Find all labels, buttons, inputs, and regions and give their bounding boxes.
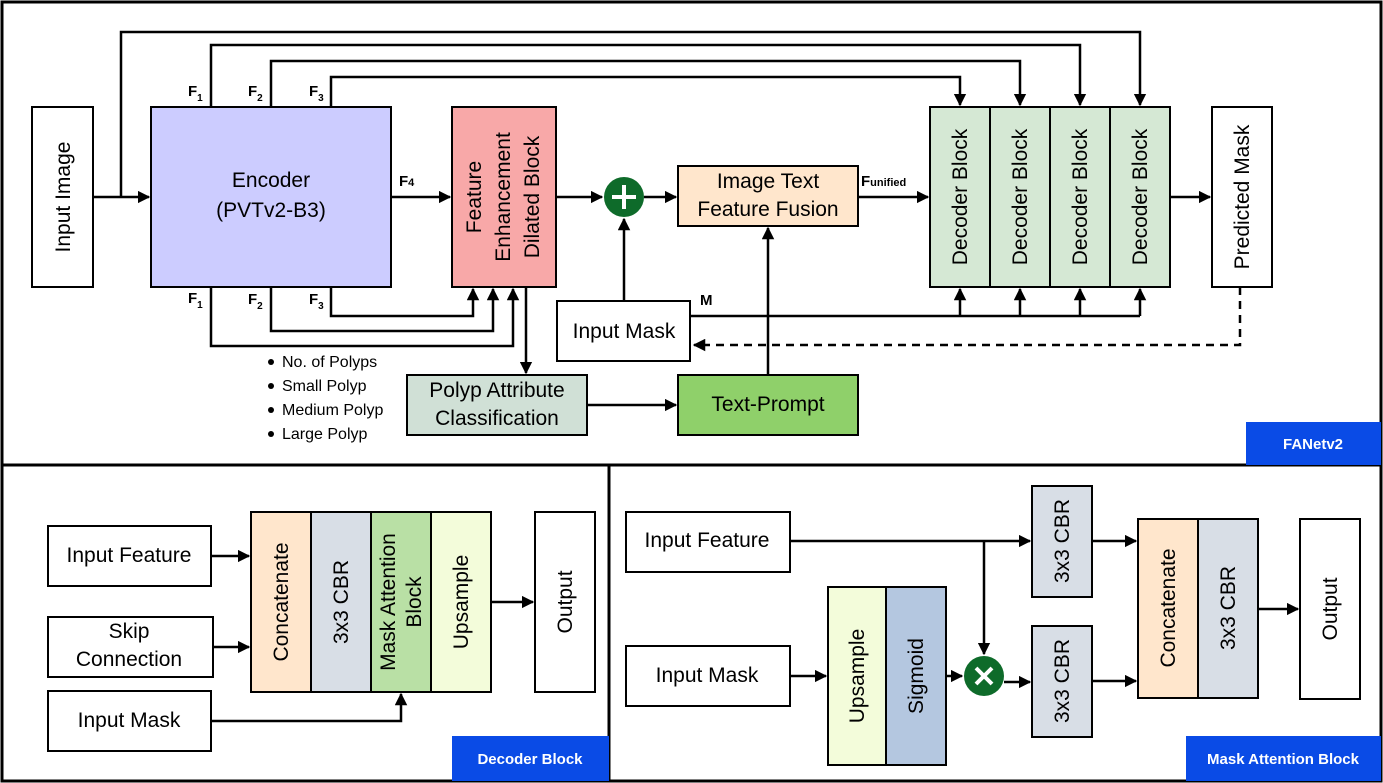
- decoder-block-4: [1109, 106, 1171, 288]
- bullet-icon: [268, 407, 274, 413]
- decoder-connections: [211, 549, 535, 723]
- feature-enhancement-box: [451, 106, 557, 288]
- encoder-sublabel: (PVTv2-B3): [216, 199, 326, 222]
- f3-top-label: F3: [309, 83, 324, 104]
- f2-bottom-label: F2: [248, 291, 263, 312]
- f4-label: F4: [399, 173, 415, 190]
- mab-output-label: Output: [1319, 577, 1342, 640]
- encoder-box: [150, 106, 392, 288]
- mab-input-mask-box: [625, 645, 791, 707]
- dec-output-label: Output: [554, 570, 577, 633]
- multiply-icon: [974, 666, 994, 686]
- mab-cbr-bottom-label: 3x3 CBR: [1051, 639, 1074, 723]
- attribute-item: No. of Polyps: [282, 354, 377, 371]
- mask-attention-panel-label: Mask Attention Block: [1207, 751, 1360, 768]
- mab-upsample-box: [827, 586, 887, 766]
- decoder-block-4-label: Decoder Block: [1129, 128, 1152, 265]
- attribute-item: Large Polyp: [282, 426, 367, 443]
- bullet-icon: [268, 383, 274, 389]
- decoder-block-3-label: Decoder Block: [1069, 128, 1092, 265]
- dec-input-mask-box: [47, 690, 212, 752]
- text-prompt-box: [677, 374, 859, 436]
- dec-skip-line1: Skip: [109, 620, 150, 643]
- mab-cbr-final-label: 3x3 CBR: [1217, 566, 1240, 650]
- decoder-block-1-label: Decoder Block: [949, 128, 972, 265]
- mask-attention-connections: [790, 534, 1300, 689]
- bullet-icon: [268, 359, 274, 365]
- fusion-line1: Image Text: [717, 170, 819, 193]
- decoder-block-2-label: Decoder Block: [1009, 128, 1032, 265]
- mab-cbr-top-label: 3x3 CBR: [1051, 499, 1074, 583]
- mab-sigmoid-box: [885, 586, 947, 766]
- mask-attention-panel-tag: [1186, 736, 1381, 781]
- mab-upsample-label: Upsample: [846, 629, 869, 724]
- mab-concatenate-label: Concatenate: [1157, 548, 1180, 667]
- fanet-connections: [93, 30, 1242, 412]
- bullet-icon: [268, 431, 274, 437]
- mab-sigmoid-label: Sigmoid: [905, 638, 928, 714]
- input-mask-label: Input Mask: [573, 320, 676, 343]
- mab-cbr-bottom-box: [1031, 625, 1093, 738]
- dec-output-box: [534, 511, 596, 693]
- dec-mask-attention-box: [370, 511, 432, 693]
- polyp-attribute-box: [406, 374, 588, 436]
- mab-concatenate-box: [1137, 518, 1199, 699]
- funified-label: Funified: [861, 173, 906, 190]
- dec-cbr-label: 3x3 CBR: [330, 560, 353, 644]
- feb-line1: Feature: [463, 161, 486, 233]
- dec-skip-box: [47, 616, 214, 678]
- pac-line1: Polyp Attribute: [429, 379, 564, 402]
- predicted-mask-box: [1211, 106, 1273, 288]
- encoder-label: Encoder: [232, 169, 310, 192]
- input-mask-box: [556, 300, 691, 362]
- pac-line2: Classification: [435, 407, 559, 430]
- feb-line2: Enhancement: [492, 132, 515, 262]
- fusion-line2: Feature Fusion: [697, 198, 838, 221]
- predicted-mask-label: Predicted Mask: [1231, 124, 1254, 269]
- mab-output-box: [1299, 518, 1361, 700]
- dec-input-feature-label: Input Feature: [67, 544, 192, 567]
- attribute-item: Medium Polyp: [282, 402, 383, 419]
- decoder-panel-tag: [452, 736, 609, 781]
- fanet-panel-tag: [1246, 422, 1381, 465]
- f1-top-label: F1: [188, 83, 203, 104]
- mab-cbr-final-box: [1197, 518, 1259, 699]
- dec-upsample-box: [430, 511, 492, 693]
- attribute-item: Small Polyp: [282, 378, 367, 395]
- mab-input-mask-label: Input Mask: [656, 664, 759, 687]
- decoder-block-1: [929, 106, 991, 288]
- m-label: M: [700, 292, 713, 309]
- decoder-block-3: [1049, 106, 1111, 288]
- dec-input-mask-label: Input Mask: [78, 709, 181, 732]
- plus-icon: [612, 185, 636, 209]
- text-prompt-label: Text-Prompt: [711, 393, 824, 416]
- input-image-label: Input Image: [52, 142, 75, 253]
- f1-bottom-label: F1: [188, 290, 203, 311]
- dec-mask-attention-line2: Block: [403, 576, 426, 628]
- dec-mask-attention-line1: Mask Attention: [377, 533, 400, 671]
- dec-skip-line2: Connection: [76, 648, 182, 671]
- fanet-panel-label: FANetv2: [1283, 436, 1343, 453]
- dec-upsample-label: Upsample: [450, 555, 473, 650]
- f3-bottom-label: F3: [309, 291, 324, 312]
- feb-line3: Dilated Block: [521, 135, 544, 258]
- f2-top-label: F2: [248, 83, 263, 104]
- mab-input-feature-label: Input Feature: [645, 529, 770, 552]
- decoder-block-2: [989, 106, 1051, 288]
- decoder-panel-label: Decoder Block: [477, 751, 583, 768]
- dec-concatenate-label: Concatenate: [270, 542, 293, 661]
- dec-cbr-box: [310, 511, 372, 693]
